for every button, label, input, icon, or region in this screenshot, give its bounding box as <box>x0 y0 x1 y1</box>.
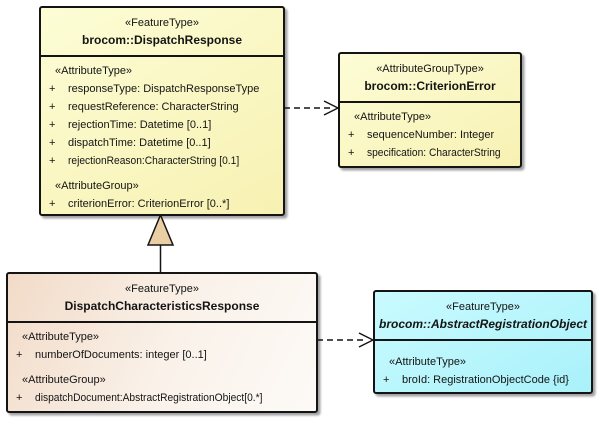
attributes-compartment: «AttributeType» + responseType: DispatchR… <box>41 55 283 217</box>
attribute-row: + numberOfDocuments: integer [0..1] <box>8 346 314 364</box>
attribute-text: sequenceNumber: Integer <box>367 129 495 141</box>
plus-visibility-marker: + <box>16 392 23 404</box>
attribute-text: dispatchDocument:AbstractRegistrationObj… <box>35 392 263 404</box>
attributes-compartment: «AttributeType» + broId: RegistrationObje… <box>375 339 591 393</box>
class-header: «FeatureType» brocom::DispatchResponse <box>41 8 283 55</box>
plus-visibility-marker: + <box>49 101 56 113</box>
stereotype-label: «AttributeGroupType» <box>376 63 484 75</box>
open-arrowhead-icon <box>358 332 375 348</box>
attribute-group-section-label: «AttributeGroup» <box>55 180 139 192</box>
plus-visibility-marker: + <box>348 129 355 141</box>
stereotype-label: «FeatureType» <box>446 301 520 313</box>
attribute-type-section-label: «AttributeType» <box>22 331 100 343</box>
attributes-compartment: «AttributeType» + numberOfDocuments: inte… <box>8 321 316 411</box>
attribute-text: broId: RegistrationObjectCode {id} <box>402 374 569 386</box>
attribute-row: + requestReference: CharacterString <box>41 98 281 116</box>
attribute-type-section-label: «AttributeType» <box>55 65 133 77</box>
attribute-text: rejectionReason:CharacterString [0.1] <box>68 155 240 167</box>
attribute-group-section-label: «AttributeGroup» <box>22 374 106 386</box>
plus-visibility-marker: + <box>49 119 56 131</box>
attribute-row: + sequenceNumber: Integer <box>340 126 518 144</box>
attribute-text: responseType: DispatchResponseType <box>68 83 260 95</box>
attribute-text: specification: CharacterString <box>367 147 501 159</box>
open-arrowhead-icon <box>323 100 340 116</box>
class-header: «FeatureType» brocom::AbstractRegistrati… <box>375 292 591 339</box>
plus-visibility-marker: + <box>49 198 56 210</box>
attribute-row: + rejectionReason:CharacterString [0.1] <box>41 152 281 170</box>
attribute-row: + broId: RegistrationObjectCode {id} <box>375 371 589 389</box>
class-name: brocom::CriterionError <box>364 79 496 93</box>
attribute-text: criterionError: CriterionError [0..*] <box>68 198 230 210</box>
plus-visibility-marker: + <box>16 349 23 361</box>
class-box-criterion-error: «AttributeGroupType» brocom::CriterionEr… <box>338 52 522 168</box>
class-header: «AttributeGroupType» brocom::CriterionEr… <box>340 54 520 101</box>
attribute-row: + responseType: DispatchResponseType <box>41 80 281 98</box>
generalization-triangle-icon <box>146 214 175 246</box>
attribute-text: dispatchTime: Datetime [0..1] <box>68 137 211 149</box>
attributes-compartment: «AttributeType» + sequenceNumber: Integer… <box>340 101 520 166</box>
class-name: brocom::AbstractRegistrationObject <box>379 317 588 331</box>
plus-visibility-marker: + <box>49 83 56 95</box>
plus-visibility-marker: + <box>49 155 56 167</box>
stereotype-label: «FeatureType» <box>125 17 199 29</box>
dependency-arrow-criterion-error <box>284 100 340 116</box>
attribute-row: + criterionError: CriterionError [0..*] <box>41 195 281 213</box>
stereotype-label: «FeatureType» <box>125 283 199 295</box>
class-box-dispatch-response: «FeatureType» brocom::DispatchResponse «… <box>39 6 285 216</box>
plus-visibility-marker: + <box>348 147 355 159</box>
attribute-type-section-label: «AttributeType» <box>354 111 432 123</box>
class-header: «FeatureType» DispatchCharacteristicsRes… <box>8 274 316 321</box>
attribute-text: numberOfDocuments: integer [0..1] <box>35 349 207 361</box>
attribute-row: + dispatchTime: Datetime [0..1] <box>41 134 281 152</box>
attribute-type-section-label: «AttributeType» <box>389 356 467 368</box>
attribute-row: + dispatchDocument:AbstractRegistrationOb… <box>8 389 314 407</box>
attribute-text: requestReference: CharacterString <box>68 101 239 113</box>
class-name: brocom::DispatchResponse <box>81 33 243 47</box>
plus-visibility-marker: + <box>383 374 390 386</box>
dependency-arrow-abstract-registration-object <box>317 332 375 348</box>
attribute-row: + rejectionTime: Datetime [0..1] <box>41 116 281 134</box>
attribute-row: + specification: CharacterString <box>340 144 518 162</box>
class-box-abstract-registration-object: «FeatureType» brocom::AbstractRegistrati… <box>373 290 593 394</box>
attribute-text: rejectionTime: Datetime [0..1] <box>68 119 212 131</box>
plus-visibility-marker: + <box>49 137 56 149</box>
class-name: DispatchCharacteristicsResponse <box>64 299 260 313</box>
generalization-arrow <box>146 214 175 273</box>
class-box-dispatch-characteristics-response: «FeatureType» DispatchCharacteristicsRes… <box>6 272 318 413</box>
